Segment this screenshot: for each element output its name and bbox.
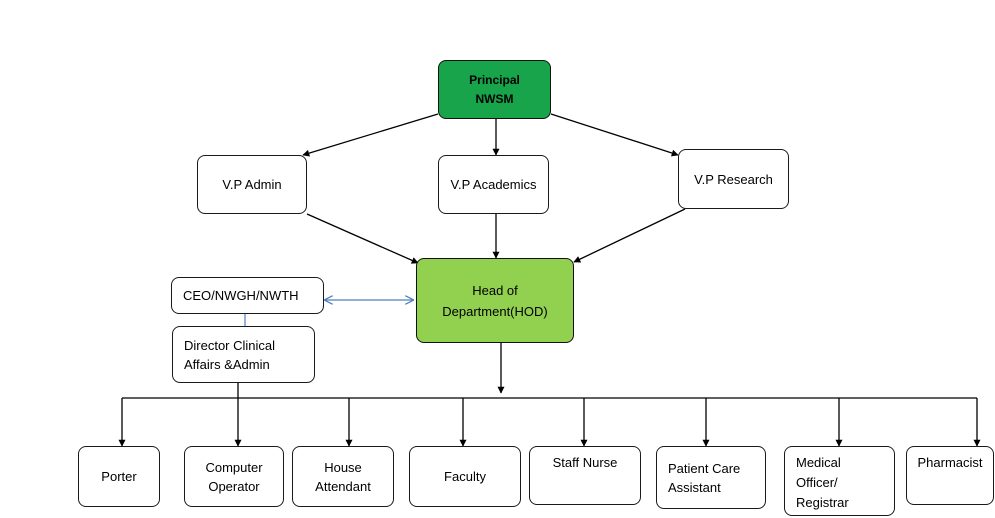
arrow-vp-admin-to-hod xyxy=(306,213,419,264)
staff-nurse-label: Staff Nurse xyxy=(552,455,618,470)
pharmacist-node: Pharmacist xyxy=(906,446,994,505)
principal-label: Principal NWSM xyxy=(469,72,520,106)
ceo-label: CEO/NWGH/NWTH xyxy=(183,288,299,303)
principal-node: Principal NWSM xyxy=(438,60,551,119)
vp-research-node: V.P Research xyxy=(678,149,789,209)
computer-operator-node: Computer Operator xyxy=(184,446,284,507)
hod-node: Head of Department(HOD) xyxy=(416,258,574,343)
pharmacist-label: Pharmacist xyxy=(917,455,983,470)
ceo-node: CEO/NWGH/NWTH xyxy=(171,277,324,314)
medical-officer-label: Medical Officer/ Registrar xyxy=(796,455,849,510)
house-attendant-label: House Attendant xyxy=(315,459,371,494)
vp-admin-label: V.P Admin xyxy=(222,177,282,192)
vp-research-label: V.P Research xyxy=(694,171,773,187)
faculty-label: Faculty xyxy=(444,469,486,484)
director-label: Director Clinical Affairs &Admin xyxy=(184,337,276,372)
arrow-principal-to-vp-research xyxy=(550,113,679,157)
director-node: Director Clinical Affairs &Admin xyxy=(172,326,315,383)
patient-care-assistant-label: Patient Care Assistant xyxy=(668,460,741,495)
vp-admin-node: V.P Admin xyxy=(197,155,307,214)
arrow-vp-research-to-hod xyxy=(573,208,686,263)
house-attendant-node: House Attendant xyxy=(292,446,394,507)
porter-label: Porter xyxy=(101,469,137,484)
patient-care-assistant-node: Patient Care Assistant xyxy=(656,446,766,509)
porter-node: Porter xyxy=(78,446,160,507)
hod-label: Head of Department(HOD) xyxy=(442,282,548,319)
arrow-principal-to-vp-admin xyxy=(302,113,439,157)
vp-academics-label: V.P Academics xyxy=(450,177,537,192)
computer-operator-label: Computer Operator xyxy=(205,459,263,494)
staff-nurse-node: Staff Nurse xyxy=(529,446,641,505)
medical-officer-node: Medical Officer/ Registrar xyxy=(784,446,895,516)
vp-academics-node: V.P Academics xyxy=(438,155,549,214)
faculty-node: Faculty xyxy=(409,446,521,507)
